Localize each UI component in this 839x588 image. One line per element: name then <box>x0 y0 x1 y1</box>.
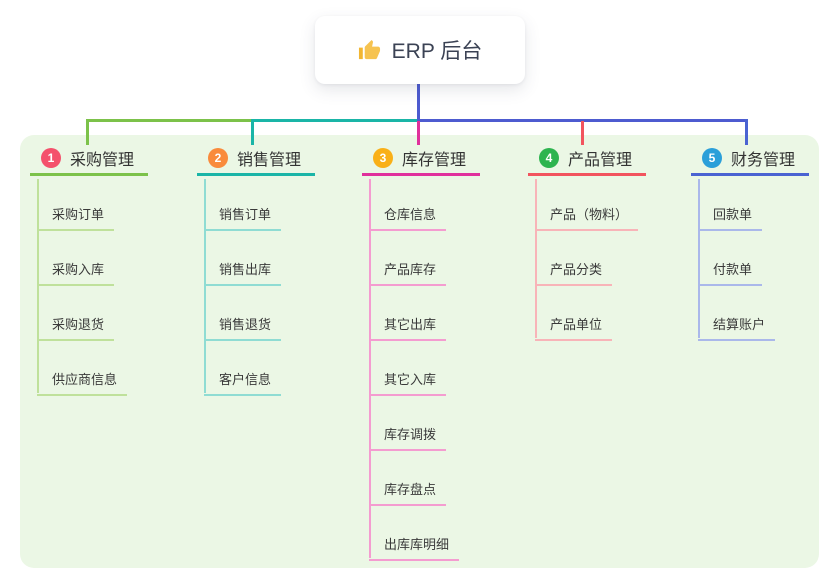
child-node[interactable]: 供应商信息 <box>37 369 128 396</box>
child-row: 仓库信息 <box>362 176 527 231</box>
child-row: 出库库明细 <box>362 506 527 561</box>
branch-trunk-line <box>535 179 537 338</box>
branch-product: 4 产品管理产品（物料） 产品分类产品单位 <box>528 143 693 341</box>
branch-label: 产品管理 <box>568 152 633 169</box>
branch-sales: 2 销售管理销售订单销售出库销售退货客户信息 <box>197 143 362 396</box>
branch-number-badge: 3 <box>373 148 393 168</box>
branch-number-badge: 4 <box>539 148 559 168</box>
child-node[interactable]: 产品（物料） <box>535 204 639 231</box>
root-node[interactable]: ERP 后台 <box>315 16 525 84</box>
child-row: 库存盘点 <box>362 451 527 506</box>
child-node[interactable]: 采购订单 <box>37 204 115 231</box>
branch-number-badge: 2 <box>208 148 228 168</box>
child-node[interactable]: 采购入库 <box>37 259 115 286</box>
child-row: 采购退货 <box>30 286 195 341</box>
child-row: 其它入库 <box>362 341 527 396</box>
child-row: 产品（物料） <box>528 176 693 231</box>
branch-header-finance[interactable]: 5 财务管理 <box>691 143 809 176</box>
drop-line-finance <box>745 119 748 145</box>
branch-trunk-line <box>369 179 371 558</box>
child-row: 销售出库 <box>197 231 362 286</box>
branch-purchase: 1 采购管理采购订单采购入库采购退货供应商信息 <box>30 143 195 396</box>
branch-trunk-line <box>37 179 39 393</box>
branch-inventory: 3 库存管理仓库信息产品库存其它出库其它入库库存调拨库存盘点出库库明细 <box>362 143 527 561</box>
child-row: 产品单位 <box>528 286 693 341</box>
child-node[interactable]: 其它出库 <box>369 314 447 341</box>
branch-label: 采购管理 <box>70 152 135 169</box>
branch-trunk-line <box>204 179 206 393</box>
branch-children: 仓库信息产品库存其它出库其它入库库存调拨库存盘点出库库明细 <box>362 176 527 561</box>
child-node[interactable]: 产品分类 <box>535 259 613 286</box>
branch-number-badge: 5 <box>702 148 722 168</box>
branch-children: 采购订单采购入库采购退货供应商信息 <box>30 176 195 396</box>
child-node[interactable]: 产品单位 <box>535 314 613 341</box>
branch-header-purchase[interactable]: 1 采购管理 <box>30 143 148 176</box>
child-row: 其它出库 <box>362 286 527 341</box>
child-row: 回款单 <box>691 176 839 231</box>
child-row: 库存调拨 <box>362 396 527 451</box>
child-row: 采购入库 <box>30 231 195 286</box>
branch-label: 财务管理 <box>731 152 796 169</box>
child-row: 供应商信息 <box>30 341 195 396</box>
drop-line-product <box>581 121 584 145</box>
child-row: 产品库存 <box>362 231 527 286</box>
child-node[interactable]: 出库库明细 <box>369 534 460 561</box>
child-node[interactable]: 销售出库 <box>204 259 282 286</box>
child-row: 销售退货 <box>197 286 362 341</box>
child-node[interactable]: 回款单 <box>698 204 763 231</box>
thumbs-up-icon <box>358 39 381 62</box>
main-line-right-blue <box>417 119 748 122</box>
branch-header-inventory[interactable]: 3 库存管理 <box>362 143 480 176</box>
branch-header-product[interactable]: 4 产品管理 <box>528 143 646 176</box>
child-node[interactable]: 付款单 <box>698 259 763 286</box>
branch-header-sales[interactable]: 2 销售管理 <box>197 143 315 176</box>
child-node[interactable]: 销售订单 <box>204 204 282 231</box>
branch-children: 产品（物料） 产品分类产品单位 <box>528 176 693 341</box>
root-vertical-line <box>417 84 420 122</box>
child-row: 产品分类 <box>528 231 693 286</box>
child-node[interactable]: 库存盘点 <box>369 479 447 506</box>
child-row: 付款单 <box>691 231 839 286</box>
child-row: 结算账户 <box>691 286 839 341</box>
root-title: ERP 后台 <box>391 40 483 63</box>
branch-children: 销售订单销售出库销售退货客户信息 <box>197 176 362 396</box>
main-line-mid-teal <box>251 119 419 122</box>
branch-label: 库存管理 <box>402 152 467 169</box>
drop-line-inventory <box>417 121 420 145</box>
child-node[interactable]: 仓库信息 <box>369 204 447 231</box>
branch-children: 回款单付款单结算账户 <box>691 176 839 341</box>
branch-number-badge: 1 <box>41 148 61 168</box>
content-panel <box>20 135 819 568</box>
branch-label: 销售管理 <box>237 152 302 169</box>
child-node[interactable]: 销售退货 <box>204 314 282 341</box>
main-line-left-green <box>86 119 253 122</box>
child-row: 采购订单 <box>30 176 195 231</box>
child-node[interactable]: 客户信息 <box>204 369 282 396</box>
child-node[interactable]: 采购退货 <box>37 314 115 341</box>
child-node[interactable]: 其它入库 <box>369 369 447 396</box>
drop-line-purchase <box>86 119 89 145</box>
child-node[interactable]: 产品库存 <box>369 259 447 286</box>
child-row: 客户信息 <box>197 341 362 396</box>
branch-finance: 5 财务管理回款单付款单结算账户 <box>691 143 839 341</box>
child-node[interactable]: 结算账户 <box>698 314 776 341</box>
child-node[interactable]: 库存调拨 <box>369 424 447 451</box>
branch-trunk-line <box>698 179 700 338</box>
child-row: 销售订单 <box>197 176 362 231</box>
drop-line-sales <box>251 119 254 145</box>
